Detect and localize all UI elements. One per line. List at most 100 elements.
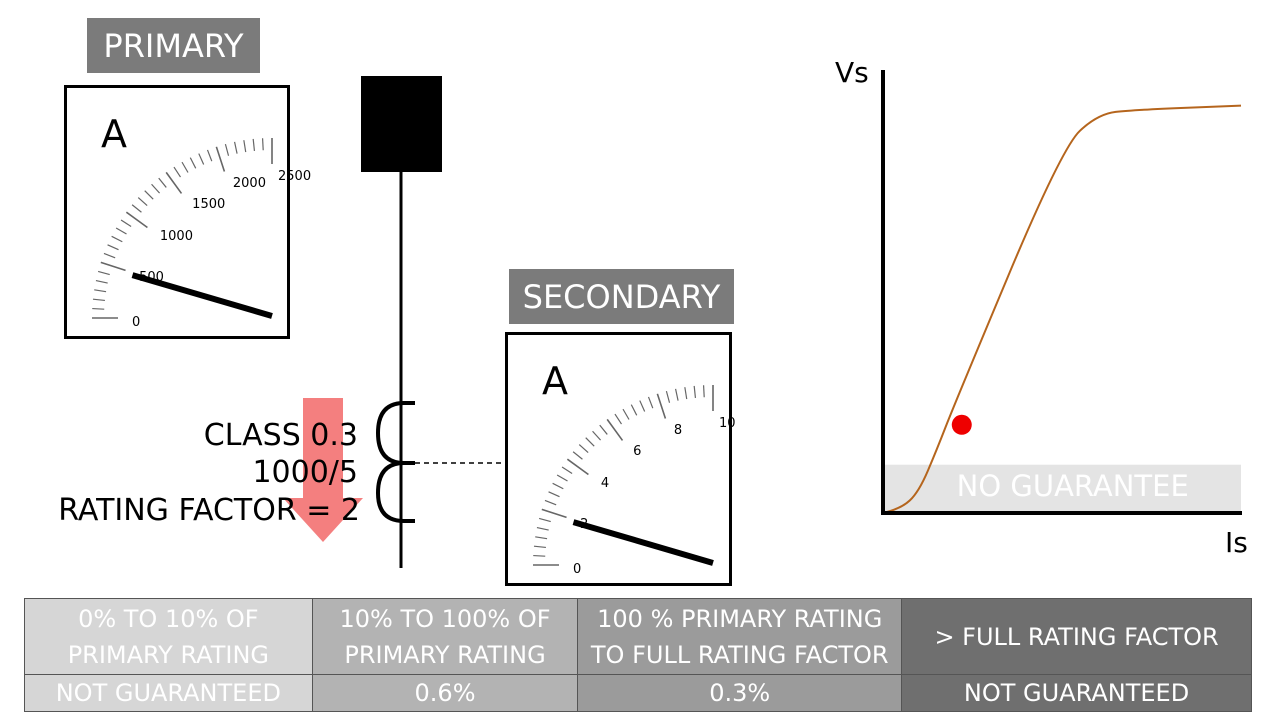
primary-scale-label: 2500 [278, 169, 311, 184]
secondary-scale-tick [566, 458, 589, 476]
primary-label: PRIMARY [87, 18, 260, 73]
secondary-scale-tick [674, 388, 679, 401]
primary-scale-tick [151, 183, 161, 194]
secondary-scale-tick [630, 404, 638, 416]
secondary-scale-tick [533, 554, 546, 557]
primary-scale-label: 1000 [160, 229, 193, 244]
x-axis-label: Is [1225, 526, 1248, 559]
primary-scale-tick [224, 143, 230, 156]
secondary-label: SECONDARY [509, 269, 734, 324]
secondary-scale-label: 10 [719, 416, 736, 431]
secondary-scale-tick [599, 424, 608, 435]
primary-scale-tick [233, 141, 238, 154]
secondary-scale-label: 0 [573, 562, 581, 577]
secondary-scale-tick [592, 430, 602, 441]
table-row: NOT GUARANTEED 0.6% 0.3% NOT GUARANTEED [24, 674, 1252, 712]
primary-scale-tick [92, 307, 105, 310]
secondary-scale-tick [548, 491, 560, 498]
primary-scale-tick [137, 197, 148, 207]
ct-windings [375, 401, 415, 523]
excitation-chart: NO GUARANTEE Vs Is [835, 56, 1248, 559]
primary-scale-label: 0 [132, 315, 140, 330]
no-guarantee-band [883, 464, 1241, 513]
secondary-scale-label: 4 [601, 476, 609, 491]
table-header-row: 0% TO 10% OF PRIMARY RATING 10% TO 100% … [24, 598, 1252, 675]
secondary-scale-tick [538, 517, 551, 523]
secondary-scale-tick [556, 474, 568, 482]
primary-scale-tick [131, 204, 142, 213]
primary-scale-tick [158, 177, 167, 188]
primary-scale-tick [252, 138, 256, 151]
primary-scale-tick [94, 289, 107, 293]
secondary-scale-tick [606, 418, 624, 441]
primary-scale-tick [125, 211, 148, 229]
secondary-scale-tick [561, 466, 573, 475]
secondary-scale-label: 6 [633, 444, 641, 459]
ct-class: CLASS 0.3 [203, 418, 358, 453]
secondary-scale-tick [639, 400, 646, 412]
primary-scale-tick [243, 140, 247, 153]
secondary-scale-tick [541, 508, 567, 519]
primary-scale-tick [206, 149, 213, 162]
y-axis-label: Vs [835, 56, 869, 89]
secondary-scale-tick [544, 499, 557, 506]
secondary-scale-tick [684, 387, 688, 400]
value-cell: 0.6% [311, 674, 579, 712]
primary-scale-label: 1500 [192, 197, 225, 212]
ct-rating-factor: RATING FACTOR = 2 [58, 493, 360, 528]
primary-scale-tick [144, 190, 154, 200]
primary-scale-tick [103, 252, 116, 259]
primary-scale-tick [115, 227, 127, 235]
primary-scale-tick [107, 244, 119, 251]
primary-scale-tick [215, 146, 226, 172]
secondary-scale-tick [585, 437, 595, 447]
secondary-scale-tick [578, 444, 589, 454]
secondary-scale-tick [656, 393, 667, 419]
secondary-scale-tick [572, 451, 583, 460]
primary-scale-tick [95, 279, 108, 284]
secondary-scale-tick [665, 390, 671, 403]
secondary-ammeter: A 0246810 [505, 332, 736, 586]
primary-unit: A [101, 112, 127, 156]
secondary-scale-tick [533, 545, 546, 549]
secondary-needle [572, 519, 714, 566]
primary-scale-label: 2000 [233, 176, 266, 191]
primary-scale-tick [189, 157, 197, 169]
header-cell: 100 % PRIMARY RATING TO FULL RATING FACT… [577, 598, 903, 675]
primary-scale-tick [92, 298, 105, 302]
value-cell: NOT GUARANTEED [24, 674, 313, 712]
primary-scale-tick [198, 153, 205, 165]
secondary-unit: A [542, 359, 568, 403]
secondary-scale-tick [693, 385, 697, 398]
secondary-scale-tick [535, 536, 548, 540]
primary-scale-tick [173, 166, 182, 178]
excitation-curve [882, 104, 1242, 514]
header-cell: 0% TO 10% OF PRIMARY RATING [24, 598, 313, 675]
secondary-scale-tick [622, 408, 630, 420]
primary-scale-tick [165, 171, 183, 194]
header-cell: 10% TO 100% OF PRIMARY RATING [311, 598, 579, 675]
secondary-scale-tick [647, 396, 654, 409]
primary-scale-tick [111, 235, 123, 243]
no-guarantee-label: NO GUARANTEE [957, 469, 1189, 503]
primary-scale-tick [261, 138, 264, 151]
secondary-scale-tick [614, 413, 623, 425]
secondary-scale-tick [552, 482, 564, 490]
secondary-scale-tick [536, 526, 549, 531]
ct-ratio: 1000/5 [252, 455, 358, 490]
primary-scale-tick [181, 161, 189, 173]
secondary-scale-label: 8 [674, 423, 682, 438]
operating-point [951, 414, 972, 435]
primary-scale-tick [97, 270, 110, 276]
secondary-scale: 0246810 [533, 385, 736, 577]
primary-scale-tick [100, 261, 126, 272]
primary-needle [131, 272, 273, 319]
secondary-scale-tick [702, 385, 705, 398]
primary-scale-tick [120, 219, 132, 228]
accuracy-table: 0% TO 10% OF PRIMARY RATING 10% TO 100% … [24, 598, 1252, 712]
rating-arrow [283, 398, 363, 542]
value-cell: 0.3% [577, 674, 903, 712]
